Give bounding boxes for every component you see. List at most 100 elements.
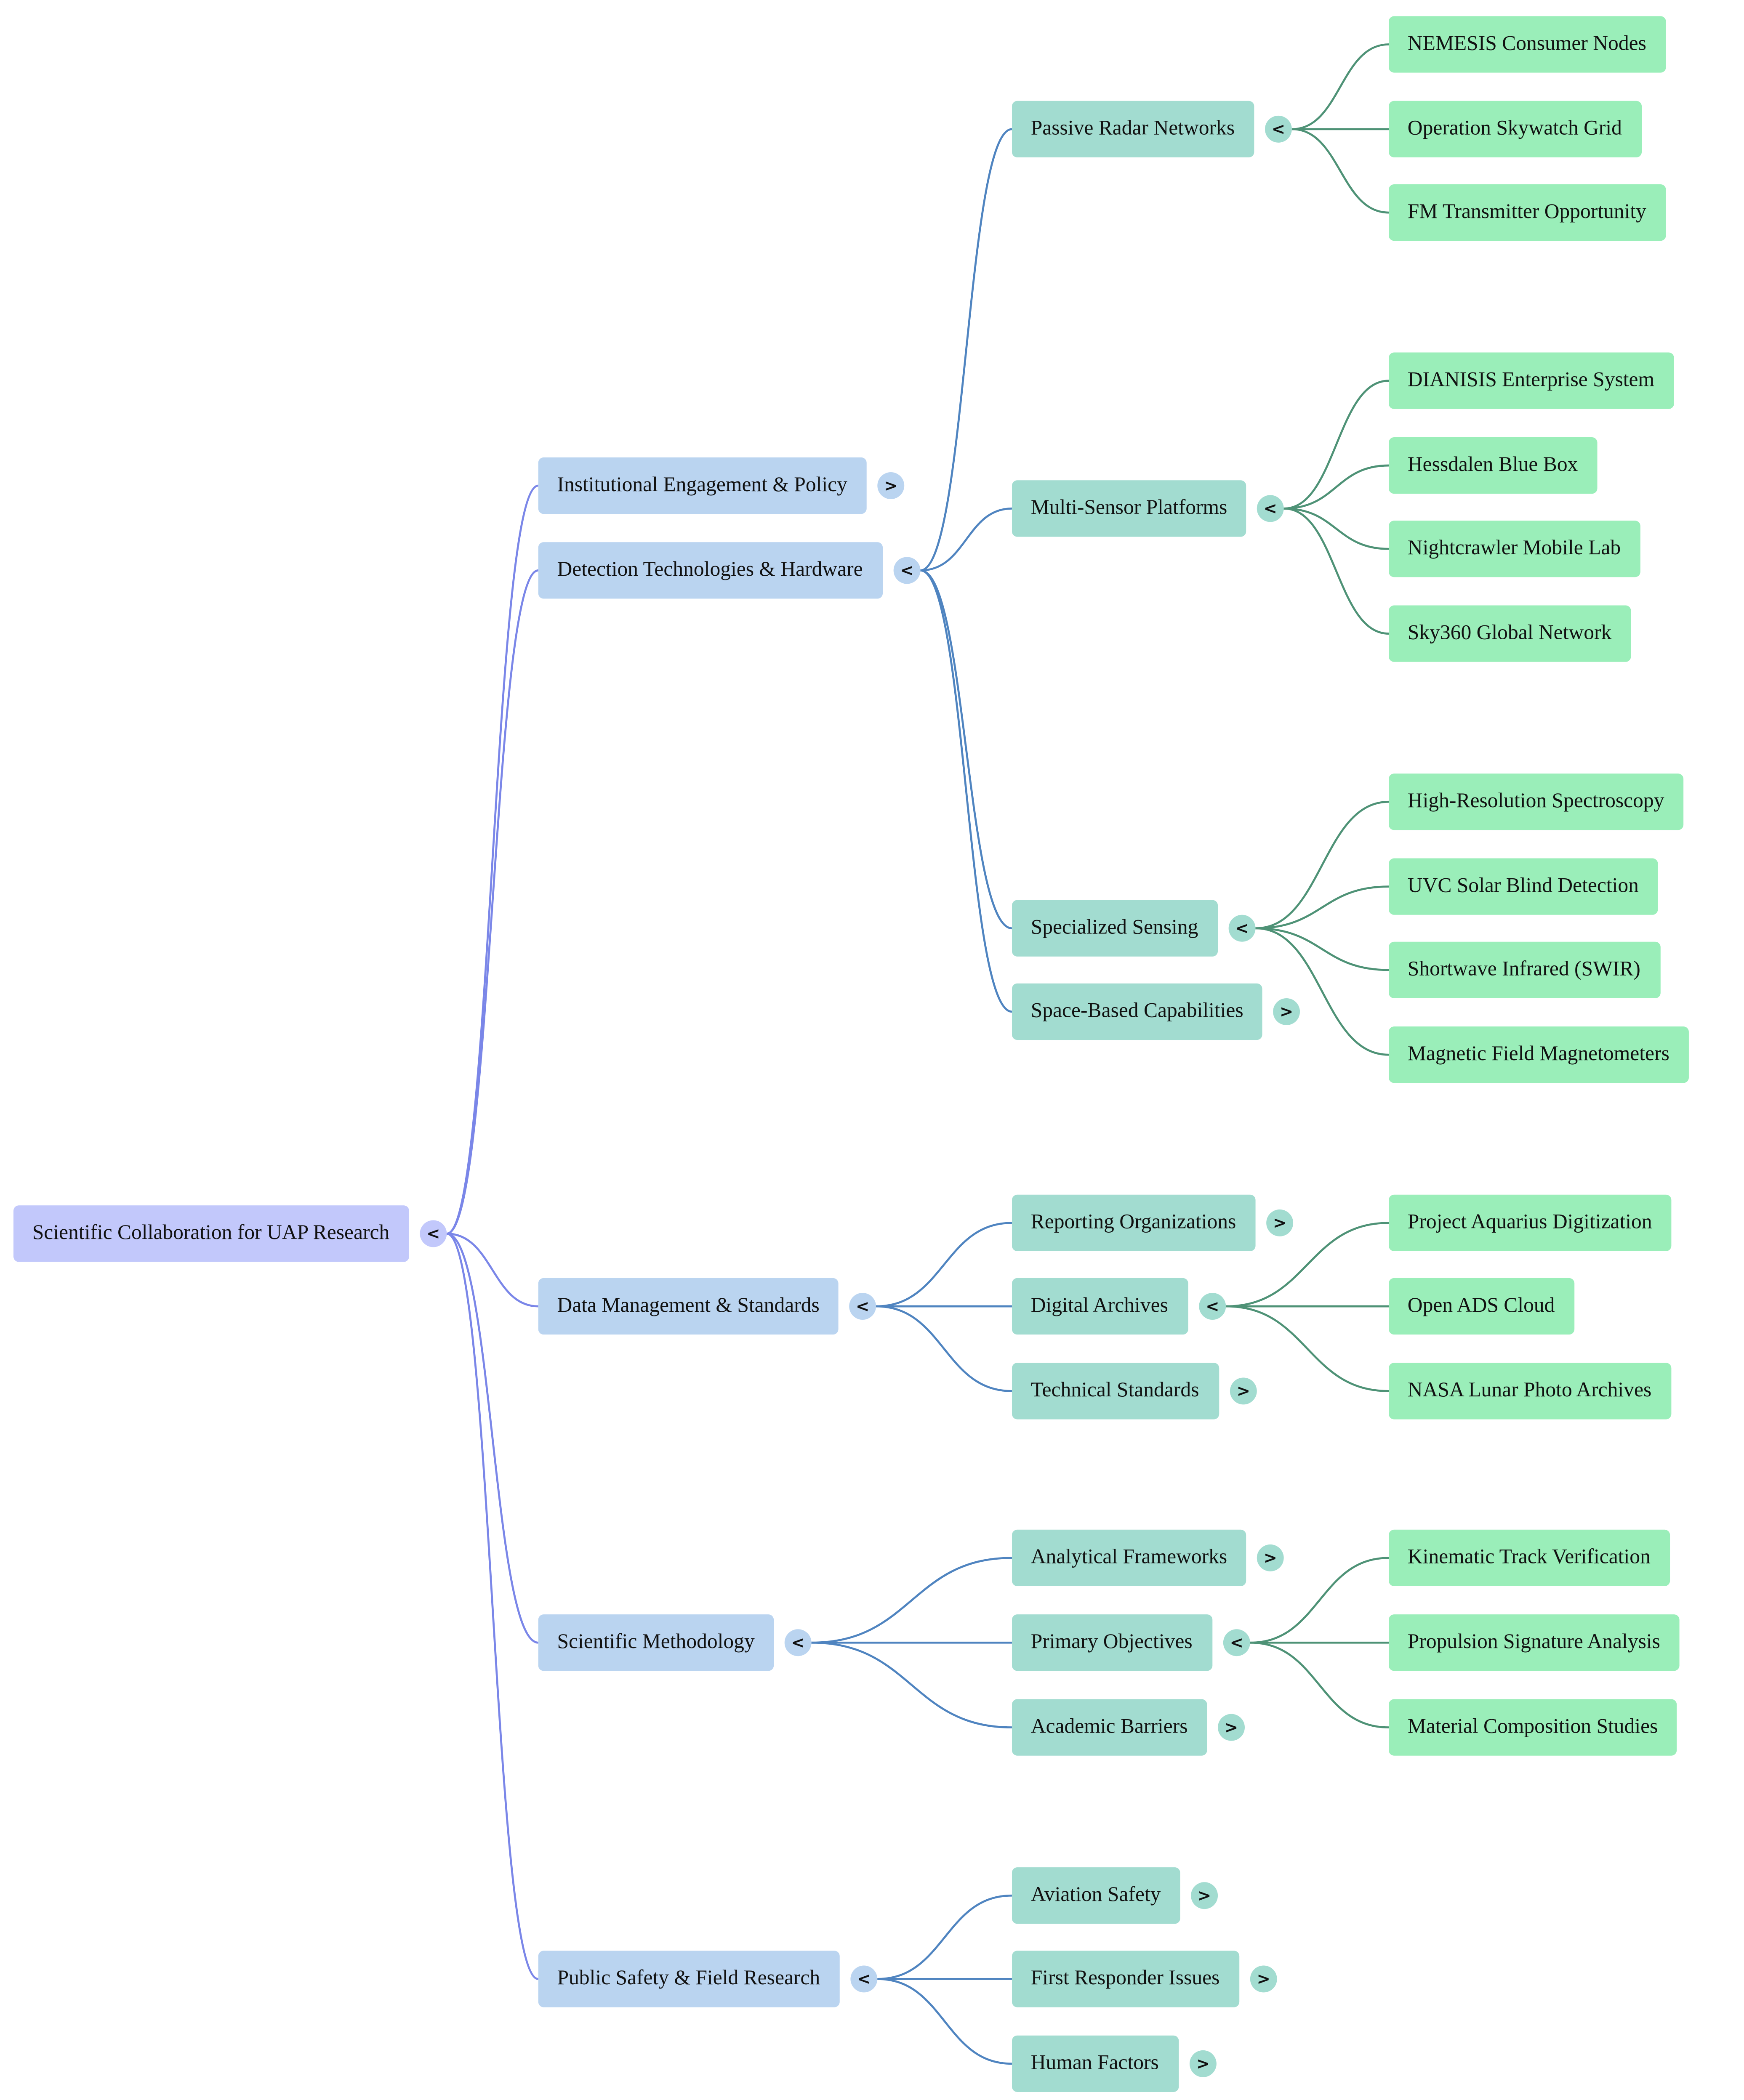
expand-toggle-institutional-engagement-and-policy[interactable]: >: [877, 472, 905, 499]
mindmap-node-nemesis-consumer-nodes[interactable]: NEMESIS Consumer Nodes: [1389, 16, 1666, 73]
expand-toggle-space-based-capabilities[interactable]: >: [1273, 998, 1300, 1025]
node-label: Detection Technologies & Hardware: [557, 558, 863, 581]
mindmap-node-dianisis-enterprise-system[interactable]: DIANISIS Enterprise System: [1389, 352, 1674, 409]
node-label: Technical Standards: [1030, 1379, 1199, 1402]
node-label: Public Safety & Field Research: [557, 1967, 820, 1990]
node-label: FM Transmitter Opportunity: [1407, 200, 1646, 223]
mindmap-node-institutional-engagement-and-policy[interactable]: Institutional Engagement & Policy: [538, 457, 867, 514]
expand-toggle-first-responder-issues[interactable]: >: [1250, 1965, 1277, 1993]
mindmap-node-shortwave-infrared-swir[interactable]: Shortwave Infrared (SWIR): [1389, 941, 1661, 998]
mindmap-node-analytical-frameworks[interactable]: Analytical Frameworks: [1012, 1529, 1246, 1586]
collapse-toggle-specialized-sensing[interactable]: <: [1228, 914, 1256, 942]
node-label: Data Management & Standards: [557, 1294, 820, 1317]
connector-digital-archives-to-project-aquarius-digitization: [1226, 1222, 1389, 1308]
connector-root-to-detection-technologies-and-hardware: [446, 569, 539, 1235]
connector-data-management-and-standards-to-reporting-organizations: [876, 1222, 1012, 1308]
mindmap-node-nightcrawler-mobile-lab[interactable]: Nightcrawler Mobile Lab: [1389, 521, 1640, 577]
mindmap-node-nasa-lunar-photo-archives[interactable]: NASA Lunar Photo Archives: [1389, 1363, 1672, 1419]
mindmap-node-space-based-capabilities[interactable]: Space-Based Capabilities: [1012, 983, 1262, 1040]
mindmap-node-uvc-solar-blind-detection[interactable]: UVC Solar Blind Detection: [1389, 858, 1658, 915]
expand-toggle-reporting-organizations[interactable]: >: [1266, 1209, 1294, 1236]
mindmap-node-specialized-sensing[interactable]: Specialized Sensing: [1012, 900, 1218, 957]
node-label: Aviation Safety: [1030, 1883, 1161, 1906]
node-label: NASA Lunar Photo Archives: [1407, 1379, 1652, 1402]
mindmap-node-technical-standards[interactable]: Technical Standards: [1012, 1363, 1219, 1419]
mindmap-node-hessdalen-blue-box[interactable]: Hessdalen Blue Box: [1389, 437, 1598, 494]
connector-multi-sensor-platforms-to-hessdalen-blue-box: [1283, 464, 1389, 510]
node-label: Institutional Engagement & Policy: [557, 473, 847, 497]
mindmap-node-first-responder-issues[interactable]: First Responder Issues: [1012, 1951, 1240, 2007]
node-label: Nightcrawler Mobile Lab: [1407, 537, 1621, 560]
connector-scientific-methodology-to-academic-barriers: [811, 1641, 1012, 1729]
expand-toggle-academic-barriers[interactable]: >: [1218, 1714, 1245, 1741]
connector-public-safety-and-field-research-to-aviation-safety: [877, 1894, 1012, 1980]
collapse-toggle-multi-sensor-platforms[interactable]: <: [1257, 495, 1284, 522]
node-label: NEMESIS Consumer Nodes: [1407, 32, 1646, 56]
connector-root-to-scientific-methodology: [447, 1233, 538, 1644]
connector-public-safety-and-field-research-to-human-factors: [877, 1978, 1012, 2065]
connector-root-to-public-safety-and-field-research: [446, 1233, 539, 1980]
mindmap-node-fm-transmitter-opportunity[interactable]: FM Transmitter Opportunity: [1389, 184, 1666, 241]
collapse-toggle-detection-technologies-and-hardware[interactable]: <: [893, 557, 921, 584]
node-label: Scientific Methodology: [557, 1630, 755, 1653]
mindmap-node-sky360-global-network[interactable]: Sky360 Global Network: [1389, 605, 1631, 662]
node-label: High-Resolution Spectroscopy: [1407, 789, 1664, 813]
expand-toggle-analytical-frameworks[interactable]: >: [1257, 1544, 1284, 1571]
connector-detection-technologies-and-hardware-to-multi-sensor-platforms: [920, 507, 1012, 572]
expand-toggle-human-factors[interactable]: >: [1189, 2050, 1217, 2077]
mindmap-node-digital-archives[interactable]: Digital Archives: [1012, 1278, 1188, 1335]
node-label: Academic Barriers: [1030, 1715, 1188, 1738]
connector-passive-radar-networks-to-nemesis-consumer-nodes: [1291, 43, 1389, 130]
node-label: Operation Skywatch Grid: [1407, 117, 1622, 140]
mindmap-node-human-factors[interactable]: Human Factors: [1012, 2035, 1179, 2092]
expand-toggle-technical-standards[interactable]: >: [1230, 1377, 1257, 1405]
expand-toggle-aviation-safety[interactable]: >: [1191, 1882, 1218, 1909]
connector-specialized-sensing-to-shortwave-infrared-swir: [1255, 927, 1389, 971]
mindmap-node-open-ads-cloud[interactable]: Open ADS Cloud: [1389, 1278, 1575, 1335]
collapse-toggle-scientific-collaboration-for-uap-research[interactable]: <: [420, 1220, 447, 1247]
connector-root-to-institutional-engagement-and-policy: [446, 484, 539, 1235]
mindmap-node-aviation-safety[interactable]: Aviation Safety: [1012, 1867, 1180, 1924]
node-label: Sky360 Global Network: [1407, 621, 1612, 645]
collapse-toggle-passive-radar-networks[interactable]: <: [1265, 115, 1292, 143]
collapse-toggle-scientific-methodology[interactable]: <: [784, 1629, 812, 1656]
mindmap-node-material-composition-studies[interactable]: Material Composition Studies: [1389, 1699, 1677, 1756]
mindmap-node-scientific-collaboration-for-uap-research[interactable]: Scientific Collaboration for UAP Researc…: [13, 1205, 409, 1262]
collapse-toggle-primary-objectives[interactable]: <: [1223, 1629, 1250, 1656]
mindmap-node-propulsion-signature-analysis[interactable]: Propulsion Signature Analysis: [1389, 1614, 1680, 1671]
mindmap-node-kinematic-track-verification[interactable]: Kinematic Track Verification: [1389, 1529, 1670, 1586]
mindmap-node-magnetic-field-magnetometers[interactable]: Magnetic Field Magnetometers: [1389, 1026, 1689, 1083]
mindmap-node-detection-technologies-and-hardware[interactable]: Detection Technologies & Hardware: [538, 542, 883, 599]
node-label: Magnetic Field Magnetometers: [1407, 1042, 1669, 1066]
mindmap-node-high-resolution-spectroscopy[interactable]: High-Resolution Spectroscopy: [1389, 774, 1684, 830]
node-label: UVC Solar Blind Detection: [1407, 874, 1639, 898]
node-label: Primary Objectives: [1030, 1630, 1193, 1653]
collapse-toggle-public-safety-and-field-research[interactable]: <: [850, 1965, 878, 1993]
mindmap-node-project-aquarius-digitization[interactable]: Project Aquarius Digitization: [1389, 1194, 1672, 1251]
mindmap-node-multi-sensor-platforms[interactable]: Multi-Sensor Platforms: [1012, 480, 1246, 537]
node-label: Shortwave Infrared (SWIR): [1407, 958, 1640, 981]
node-label: Multi-Sensor Platforms: [1030, 496, 1227, 519]
connector-root-to-data-management-and-standards: [447, 1233, 538, 1308]
mindmap-node-passive-radar-networks[interactable]: Passive Radar Networks: [1012, 101, 1254, 158]
connector-primary-objectives-to-kinematic-track-verification: [1250, 1557, 1389, 1644]
mindmap-node-public-safety-and-field-research[interactable]: Public Safety & Field Research: [538, 1951, 840, 2007]
connector-multi-sensor-platforms-to-dianisis-enterprise-system: [1283, 380, 1389, 510]
connector-detection-technologies-and-hardware-to-passive-radar-networks: [920, 128, 1012, 572]
collapse-toggle-digital-archives[interactable]: <: [1199, 1293, 1226, 1320]
connector-scientific-methodology-to-analytical-frameworks: [811, 1557, 1012, 1644]
node-label: Passive Radar Networks: [1030, 117, 1235, 140]
collapse-toggle-data-management-and-standards[interactable]: <: [849, 1293, 876, 1320]
connector-detection-technologies-and-hardware-to-space-based-capabilities: [920, 569, 1012, 1013]
mindmap-node-data-management-and-standards[interactable]: Data Management & Standards: [538, 1278, 839, 1335]
mindmap-node-scientific-methodology[interactable]: Scientific Methodology: [538, 1614, 774, 1671]
mindmap-node-operation-skywatch-grid[interactable]: Operation Skywatch Grid: [1389, 101, 1642, 158]
mindmap-node-primary-objectives[interactable]: Primary Objectives: [1012, 1614, 1213, 1671]
connector-detection-technologies-and-hardware-to-specialized-sensing: [920, 569, 1012, 930]
node-label: Space-Based Capabilities: [1030, 999, 1243, 1023]
mindmap-node-reporting-organizations[interactable]: Reporting Organizations: [1012, 1194, 1256, 1251]
mindmap-node-academic-barriers[interactable]: Academic Barriers: [1012, 1699, 1207, 1756]
connector-specialized-sensing-to-uvc-solar-blind-detection: [1255, 885, 1389, 930]
